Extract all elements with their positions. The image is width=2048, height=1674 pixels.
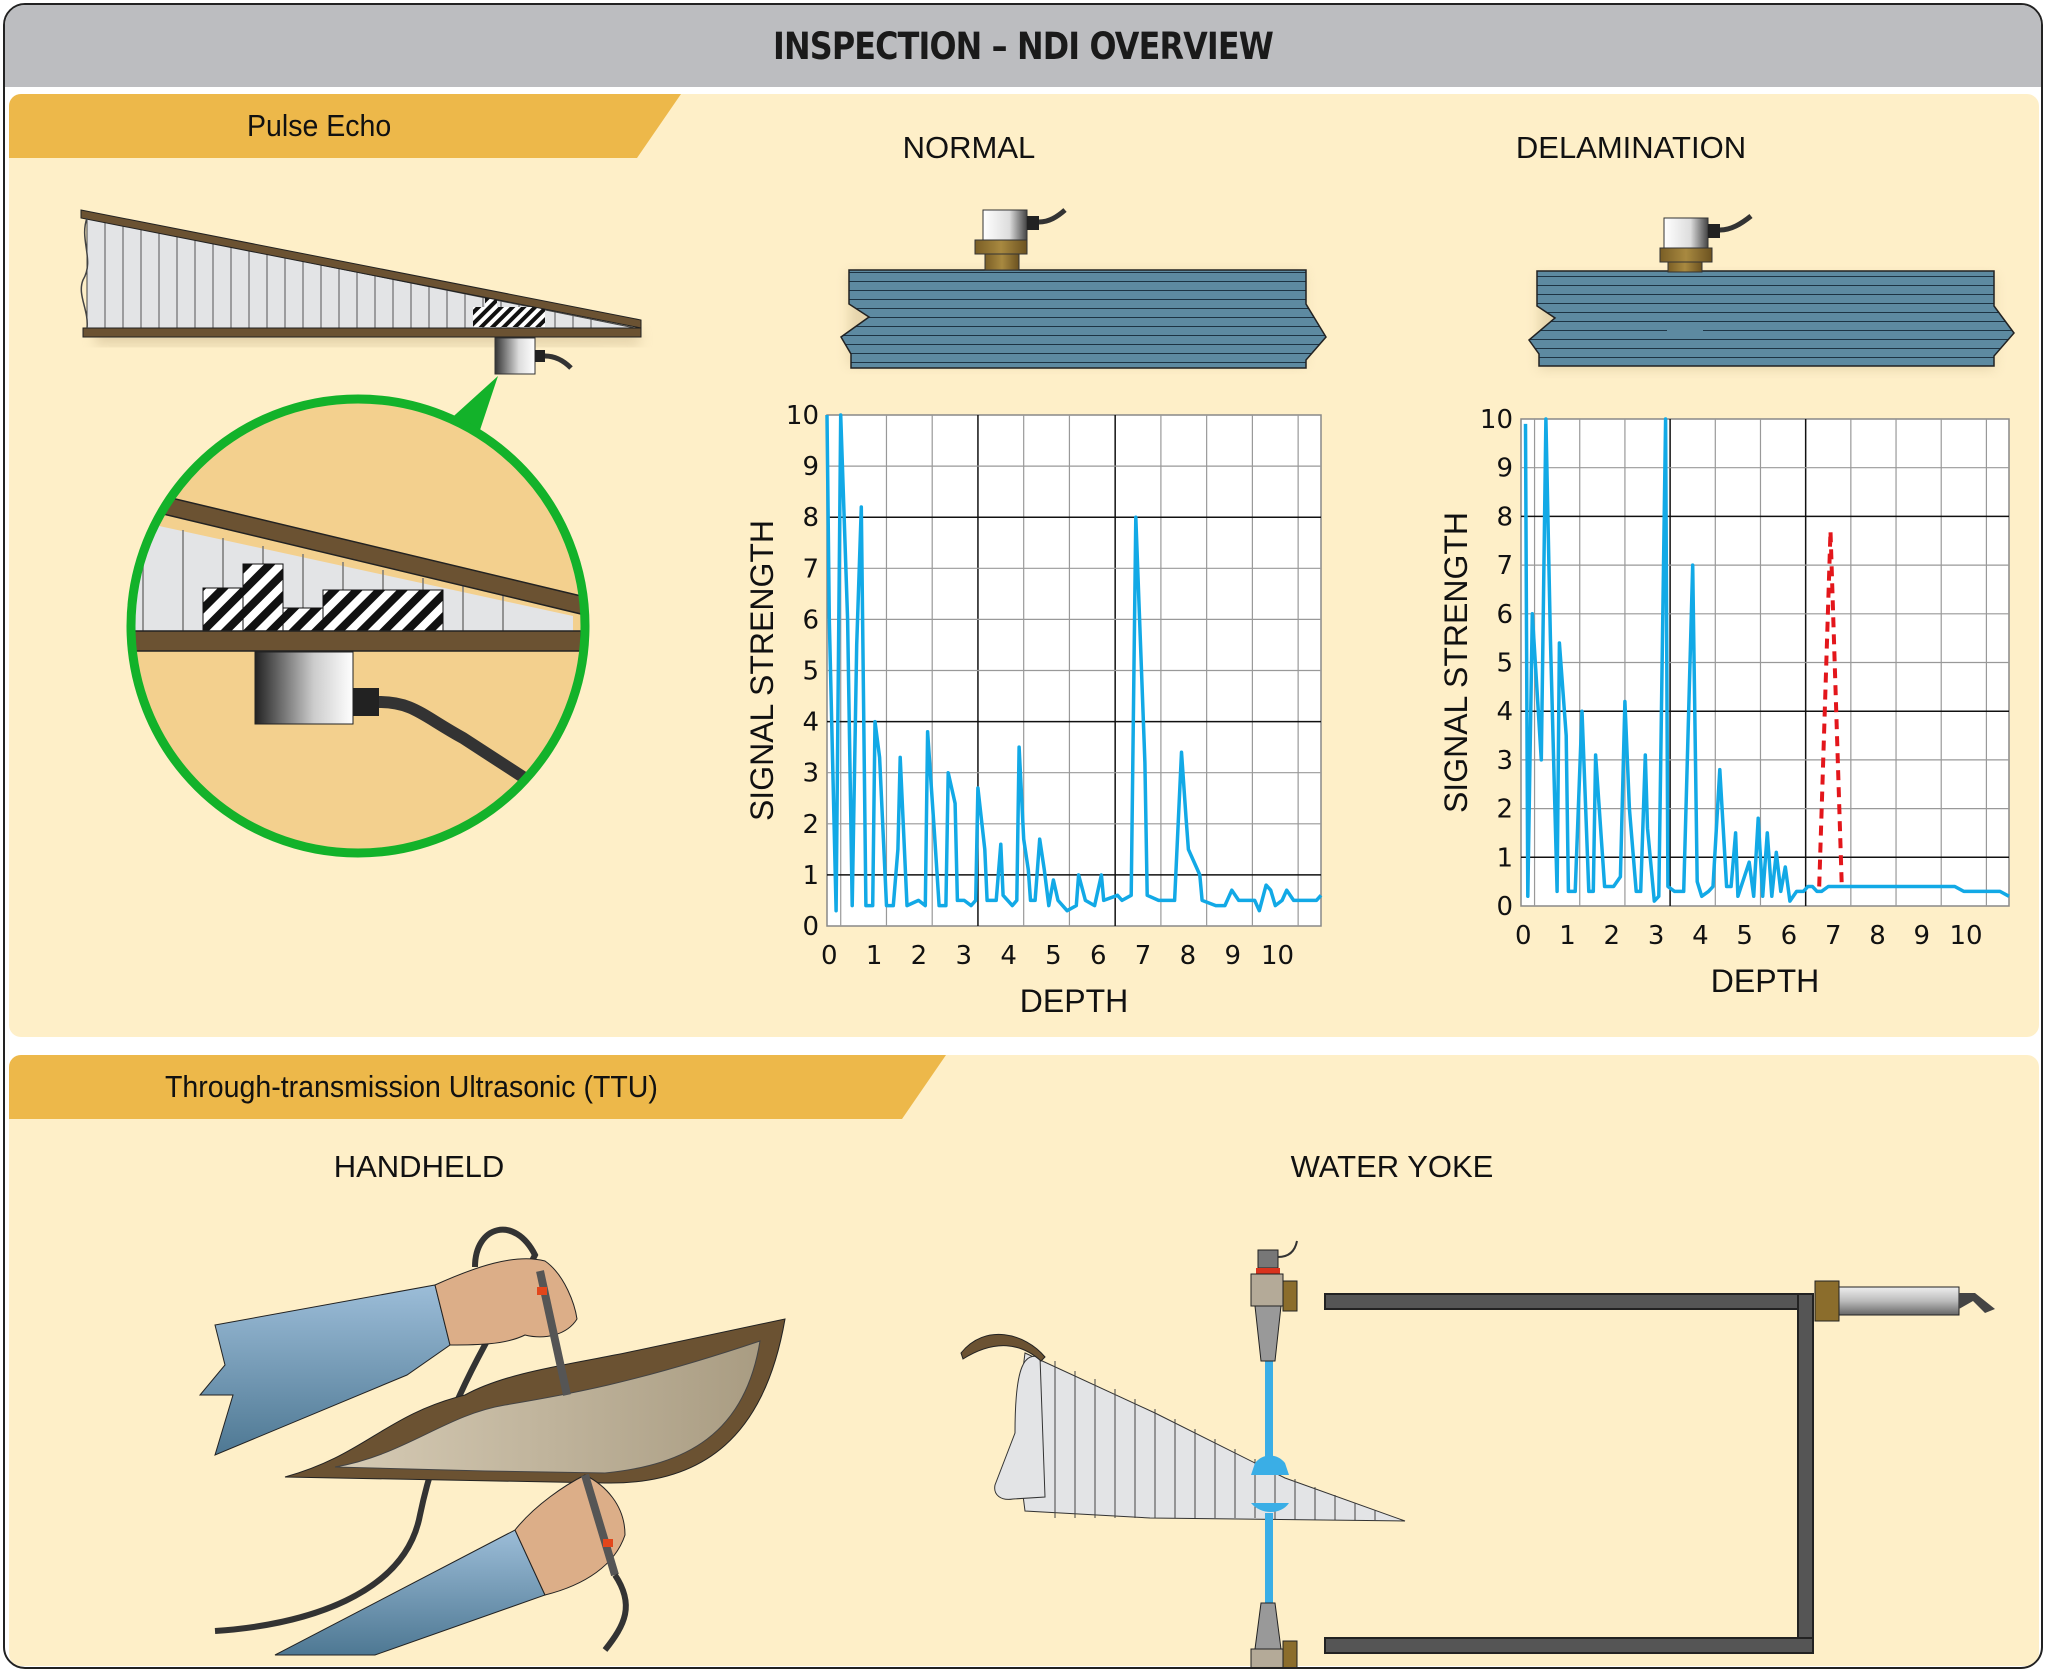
svg-text:10: 10 — [1261, 941, 1294, 971]
svg-text:2: 2 — [802, 810, 819, 840]
handheld-ttu-illustration — [198, 1226, 786, 1656]
pulse-echo-tab-label: Pulse Echo — [247, 108, 392, 143]
svg-text:1: 1 — [802, 861, 819, 891]
delamination-void — [1667, 323, 1703, 338]
svg-text:5: 5 — [1736, 921, 1753, 951]
svg-text:2: 2 — [911, 941, 928, 971]
upper-transducer — [1250, 1240, 1298, 1362]
svg-text:7: 7 — [1496, 551, 1513, 581]
yoke-frame — [1324, 1293, 1814, 1654]
y-axis-title: SIGNAL STRENGTH — [744, 520, 780, 821]
svg-text:4: 4 — [802, 708, 819, 738]
svg-text:1: 1 — [1496, 843, 1513, 873]
probe-cable-lower — [602, 1573, 629, 1652]
svg-text:4: 4 — [1692, 921, 1709, 951]
svg-text:1: 1 — [866, 941, 883, 971]
x-axis-title: DEPTH — [1711, 963, 1819, 999]
y-tick-labels: 0 1 2 3 4 5 6 7 8 9 10 — [786, 401, 819, 942]
svg-text:6: 6 — [1496, 600, 1513, 630]
svg-text:5: 5 — [802, 657, 819, 687]
svg-text:8: 8 — [1869, 921, 1886, 951]
ttu-tab: Through-transmission Ultrasonic (TTU) — [9, 1055, 946, 1119]
tapered-honeycomb-illustration — [80, 209, 642, 375]
svg-text:9: 9 — [1914, 921, 1931, 951]
ttu-tab-label: Through-transmission Ultrasonic (TTU) — [165, 1069, 658, 1104]
bottom-skin — [82, 327, 642, 338]
svg-text:1: 1 — [1559, 921, 1576, 951]
svg-text:9: 9 — [1496, 454, 1513, 484]
svg-text:3: 3 — [1496, 746, 1513, 776]
honeycomb-cells — [104, 222, 592, 328]
svg-text:0: 0 — [1515, 921, 1532, 951]
svg-text:7: 7 — [802, 554, 819, 584]
svg-text:9: 9 — [802, 452, 819, 482]
signal-line — [1523, 417, 2010, 903]
water-yoke-label: WATER YOKE — [1290, 1149, 1494, 1184]
svg-text:8: 8 — [1496, 502, 1513, 532]
honeycomb-part — [1014, 1352, 1406, 1522]
signal-line — [825, 413, 1323, 913]
svg-text:7: 7 — [1825, 921, 1842, 951]
svg-text:2: 2 — [1496, 795, 1513, 825]
svg-text:0: 0 — [802, 912, 819, 942]
svg-text:5: 5 — [1496, 649, 1513, 679]
svg-text:0: 0 — [821, 941, 838, 971]
delamination-transducer — [1659, 214, 1753, 273]
svg-text:3: 3 — [955, 941, 972, 971]
grid-lines — [1521, 419, 2009, 906]
water-yoke-illustration — [960, 1240, 1995, 1667]
svg-text:5: 5 — [1045, 941, 1062, 971]
y-tick-labels: 0 1 2 3 4 5 6 7 8 9 10 — [1480, 405, 1513, 922]
svg-text:6: 6 — [802, 605, 819, 635]
page-title: INSPECTION – NDI OVERVIEW — [773, 25, 1274, 68]
normal-transducer — [974, 208, 1067, 271]
svg-text:4: 4 — [1000, 941, 1017, 971]
pulse-echo-transducer — [494, 337, 573, 375]
svg-text:8: 8 — [1180, 941, 1197, 971]
delaminated-laminate-illustration — [1527, 214, 2015, 369]
magnified-damage-hatch — [202, 563, 444, 633]
svg-text:3: 3 — [1648, 921, 1665, 951]
lower-probe — [581, 1473, 619, 1577]
svg-text:7: 7 — [1135, 941, 1152, 971]
svg-text:0: 0 — [1496, 892, 1513, 922]
normal-laminate-illustration — [840, 208, 1327, 369]
pulse-echo-tab: Pulse Echo — [9, 94, 681, 158]
svg-text:3: 3 — [802, 759, 819, 789]
svg-text:10: 10 — [1480, 405, 1513, 435]
damage-hatch — [473, 307, 545, 327]
lower-transducer — [1250, 1602, 1298, 1667]
y-axis-title: SIGNAL STRENGTH — [1438, 512, 1474, 813]
magnified-detail-illustration — [126, 376, 590, 858]
svg-text:8: 8 — [802, 503, 819, 533]
svg-text:6: 6 — [1781, 921, 1798, 951]
title-bar: INSPECTION – NDI OVERVIEW — [5, 5, 2041, 90]
normal-label: NORMAL — [902, 130, 1036, 165]
delamination-label: DELAMINATION — [1515, 130, 1747, 165]
svg-text:9: 9 — [1224, 941, 1241, 971]
ttu-panel: Through-transmission Ultrasonic (TTU) HA… — [9, 1055, 2039, 1667]
svg-text:4: 4 — [1496, 697, 1513, 727]
laminate-plies — [840, 269, 1327, 369]
magnified-transducer — [254, 651, 585, 822]
water-column — [1251, 1361, 1289, 1603]
svg-text:2: 2 — [1604, 921, 1621, 951]
handheld-label: HANDHELD — [333, 1149, 505, 1184]
yoke-handle — [1814, 1280, 1995, 1322]
svg-text:10: 10 — [786, 401, 819, 431]
ndi-overview-figure: INSPECTION – NDI OVERVIEW Pulse Echo NOR… — [3, 3, 2043, 1669]
svg-text:6: 6 — [1090, 941, 1107, 971]
svg-text:10: 10 — [1950, 921, 1983, 951]
x-axis-title: DEPTH — [1020, 983, 1128, 1019]
pulse-echo-panel: Pulse Echo NORMAL DELAMINATION — [9, 94, 2039, 1037]
